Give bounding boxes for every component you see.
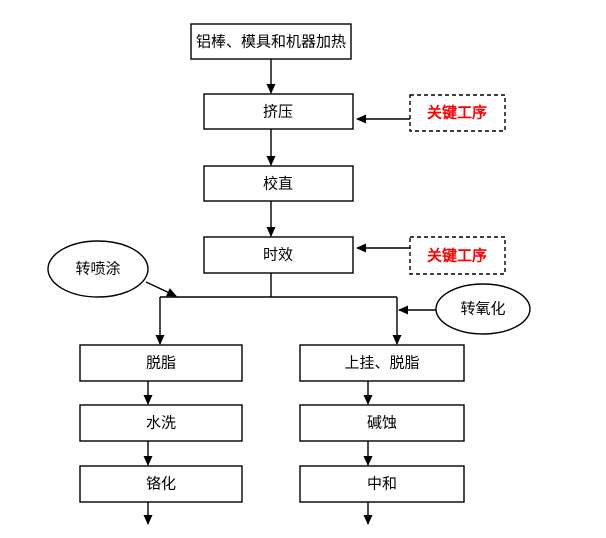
node-chromate: 铬化 [79,465,243,503]
node-extrusion-label: 挤压 [263,103,293,121]
branch-oxidation-label: 转氧化 [460,300,505,318]
node-heating: 铝棒、模具和机器加热 [190,23,352,60]
node-water-wash-label: 水洗 [146,414,176,432]
node-alkali-etch: 碱蚀 [299,404,465,442]
edges [143,59,436,525]
node-chromate-label: 铬化 [146,475,176,493]
note-key-process-2-label: 关键工序 [427,247,487,265]
node-water-wash: 水洗 [79,404,243,442]
branch-spray-label: 转喷涂 [75,260,120,278]
node-degrease-left: 脱脂 [79,344,243,382]
node-neutralize: 中和 [299,465,465,503]
node-hang-degrease-label: 上挂、脱脂 [344,354,419,372]
node-aging: 时效 [203,236,354,274]
note-key-process-1: 关键工序 [409,94,506,132]
node-neutralize-label: 中和 [367,475,397,493]
branch-spray: 转喷涂 [47,240,149,298]
node-heating-label: 铝棒、模具和机器加热 [196,33,346,51]
node-aging-label: 时效 [263,246,293,264]
node-straighten-label: 校直 [263,175,293,193]
node-degrease-left-label: 脱脂 [146,354,176,372]
node-alkali-etch-label: 碱蚀 [367,414,397,432]
note-key-process-2: 关键工序 [409,236,506,275]
note-key-process-1-label: 关键工序 [427,104,487,122]
edge-spray-branch [145,281,177,297]
node-hang-degrease: 上挂、脱脂 [299,344,465,382]
node-extrusion: 挤压 [203,93,354,130]
branch-oxidation: 转氧化 [435,283,531,335]
node-straighten: 校直 [203,165,354,202]
